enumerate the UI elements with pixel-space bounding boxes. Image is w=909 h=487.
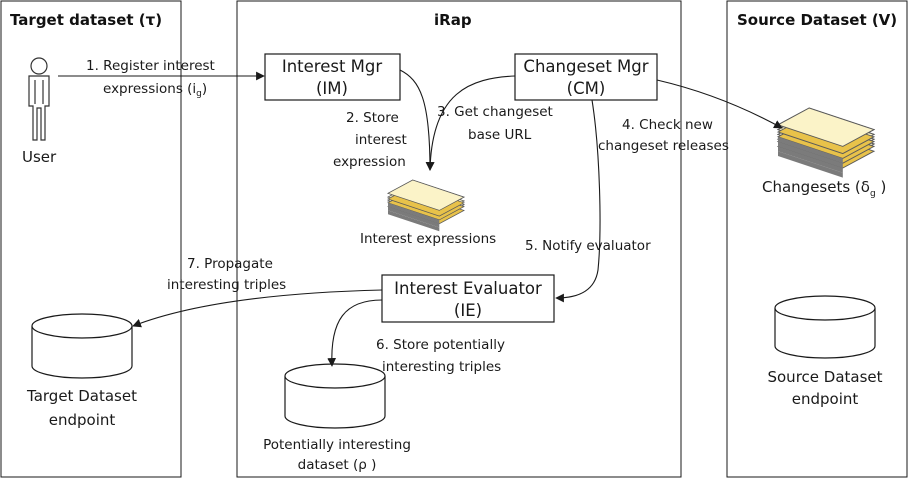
arrow-step-3 [425, 75, 516, 171]
source-endpoint-label-1: Source Dataset [767, 368, 882, 386]
step-3-label-line1: 3. Get changeset [437, 104, 553, 120]
step-6-label-line2: interesting triples [382, 359, 501, 375]
interest-evaluator-box: Interest Evaluator (IE) [381, 274, 555, 323]
target-panel-title: Target dataset (τ) [10, 11, 162, 29]
step-4-label-line2: changeset releases [598, 138, 729, 154]
svg-text:(IM): (IM) [316, 79, 348, 98]
step-7-label-line1: 7. Propagate [187, 256, 273, 272]
svg-text:Changeset Mgr: Changeset Mgr [523, 57, 648, 76]
step-2-label-line1: 2. Store [346, 110, 399, 126]
potential-dataset-label-1: Potentially interesting [263, 437, 411, 453]
source-endpoint-db-icon [774, 295, 876, 359]
step-2-label-line2: interest [355, 132, 407, 148]
irap-panel [236, 0, 682, 478]
irap-panel-title: iRap [434, 11, 472, 29]
potential-dataset-db-icon [284, 363, 386, 429]
target-endpoint-db-icon [31, 313, 133, 379]
changesets-stack-icon [777, 107, 875, 179]
svg-text:Interest Mgr: Interest Mgr [282, 57, 383, 76]
user-label: User [22, 148, 57, 166]
step-1-label-line2: expressions (ig) [103, 81, 207, 99]
interest-expressions-stack-icon [387, 179, 465, 232]
arrow-step-5 [555, 99, 601, 303]
target-endpoint-label-2: endpoint [49, 411, 116, 429]
potential-dataset-label-2: dataset (ρ ) [298, 457, 377, 473]
source-panel [726, 0, 908, 478]
changeset-mgr-box: Changeset Mgr (CM) [514, 53, 658, 101]
target-endpoint-label-1: Target Dataset [26, 387, 137, 405]
arrow-step-7 [132, 289, 383, 328]
svg-text:(CM): (CM) [567, 79, 606, 98]
source-endpoint-label-2: endpoint [792, 390, 859, 408]
interest-mgr-box: Interest Mgr (IM) [264, 53, 401, 101]
step-1-label-line1: 1. Register interest [86, 58, 215, 74]
step-7-label-line2: interesting triples [167, 277, 286, 293]
step-5-label: 5. Notify evaluator [525, 238, 651, 254]
step-6-label-line1: 6. Store potentially [376, 337, 505, 353]
step-2-label-line3: expression [333, 154, 406, 170]
source-panel-title: Source Dataset (V) [737, 11, 897, 29]
arrow-step-2 [399, 69, 435, 171]
target-panel [0, 0, 182, 478]
svg-text:Interest Evaluator: Interest Evaluator [394, 279, 542, 298]
svg-text:(IE): (IE) [454, 301, 482, 320]
interest-expressions-label: Interest expressions [360, 231, 496, 247]
step-4-label-line1: 4. Check new [622, 117, 713, 133]
arrow-step-6 [327, 299, 383, 367]
step-3-label-line2: base URL [468, 127, 532, 143]
changesets-label: Changesets (δg ) [762, 178, 886, 199]
user-icon [28, 57, 50, 141]
arrow-step-4 [656, 79, 783, 129]
